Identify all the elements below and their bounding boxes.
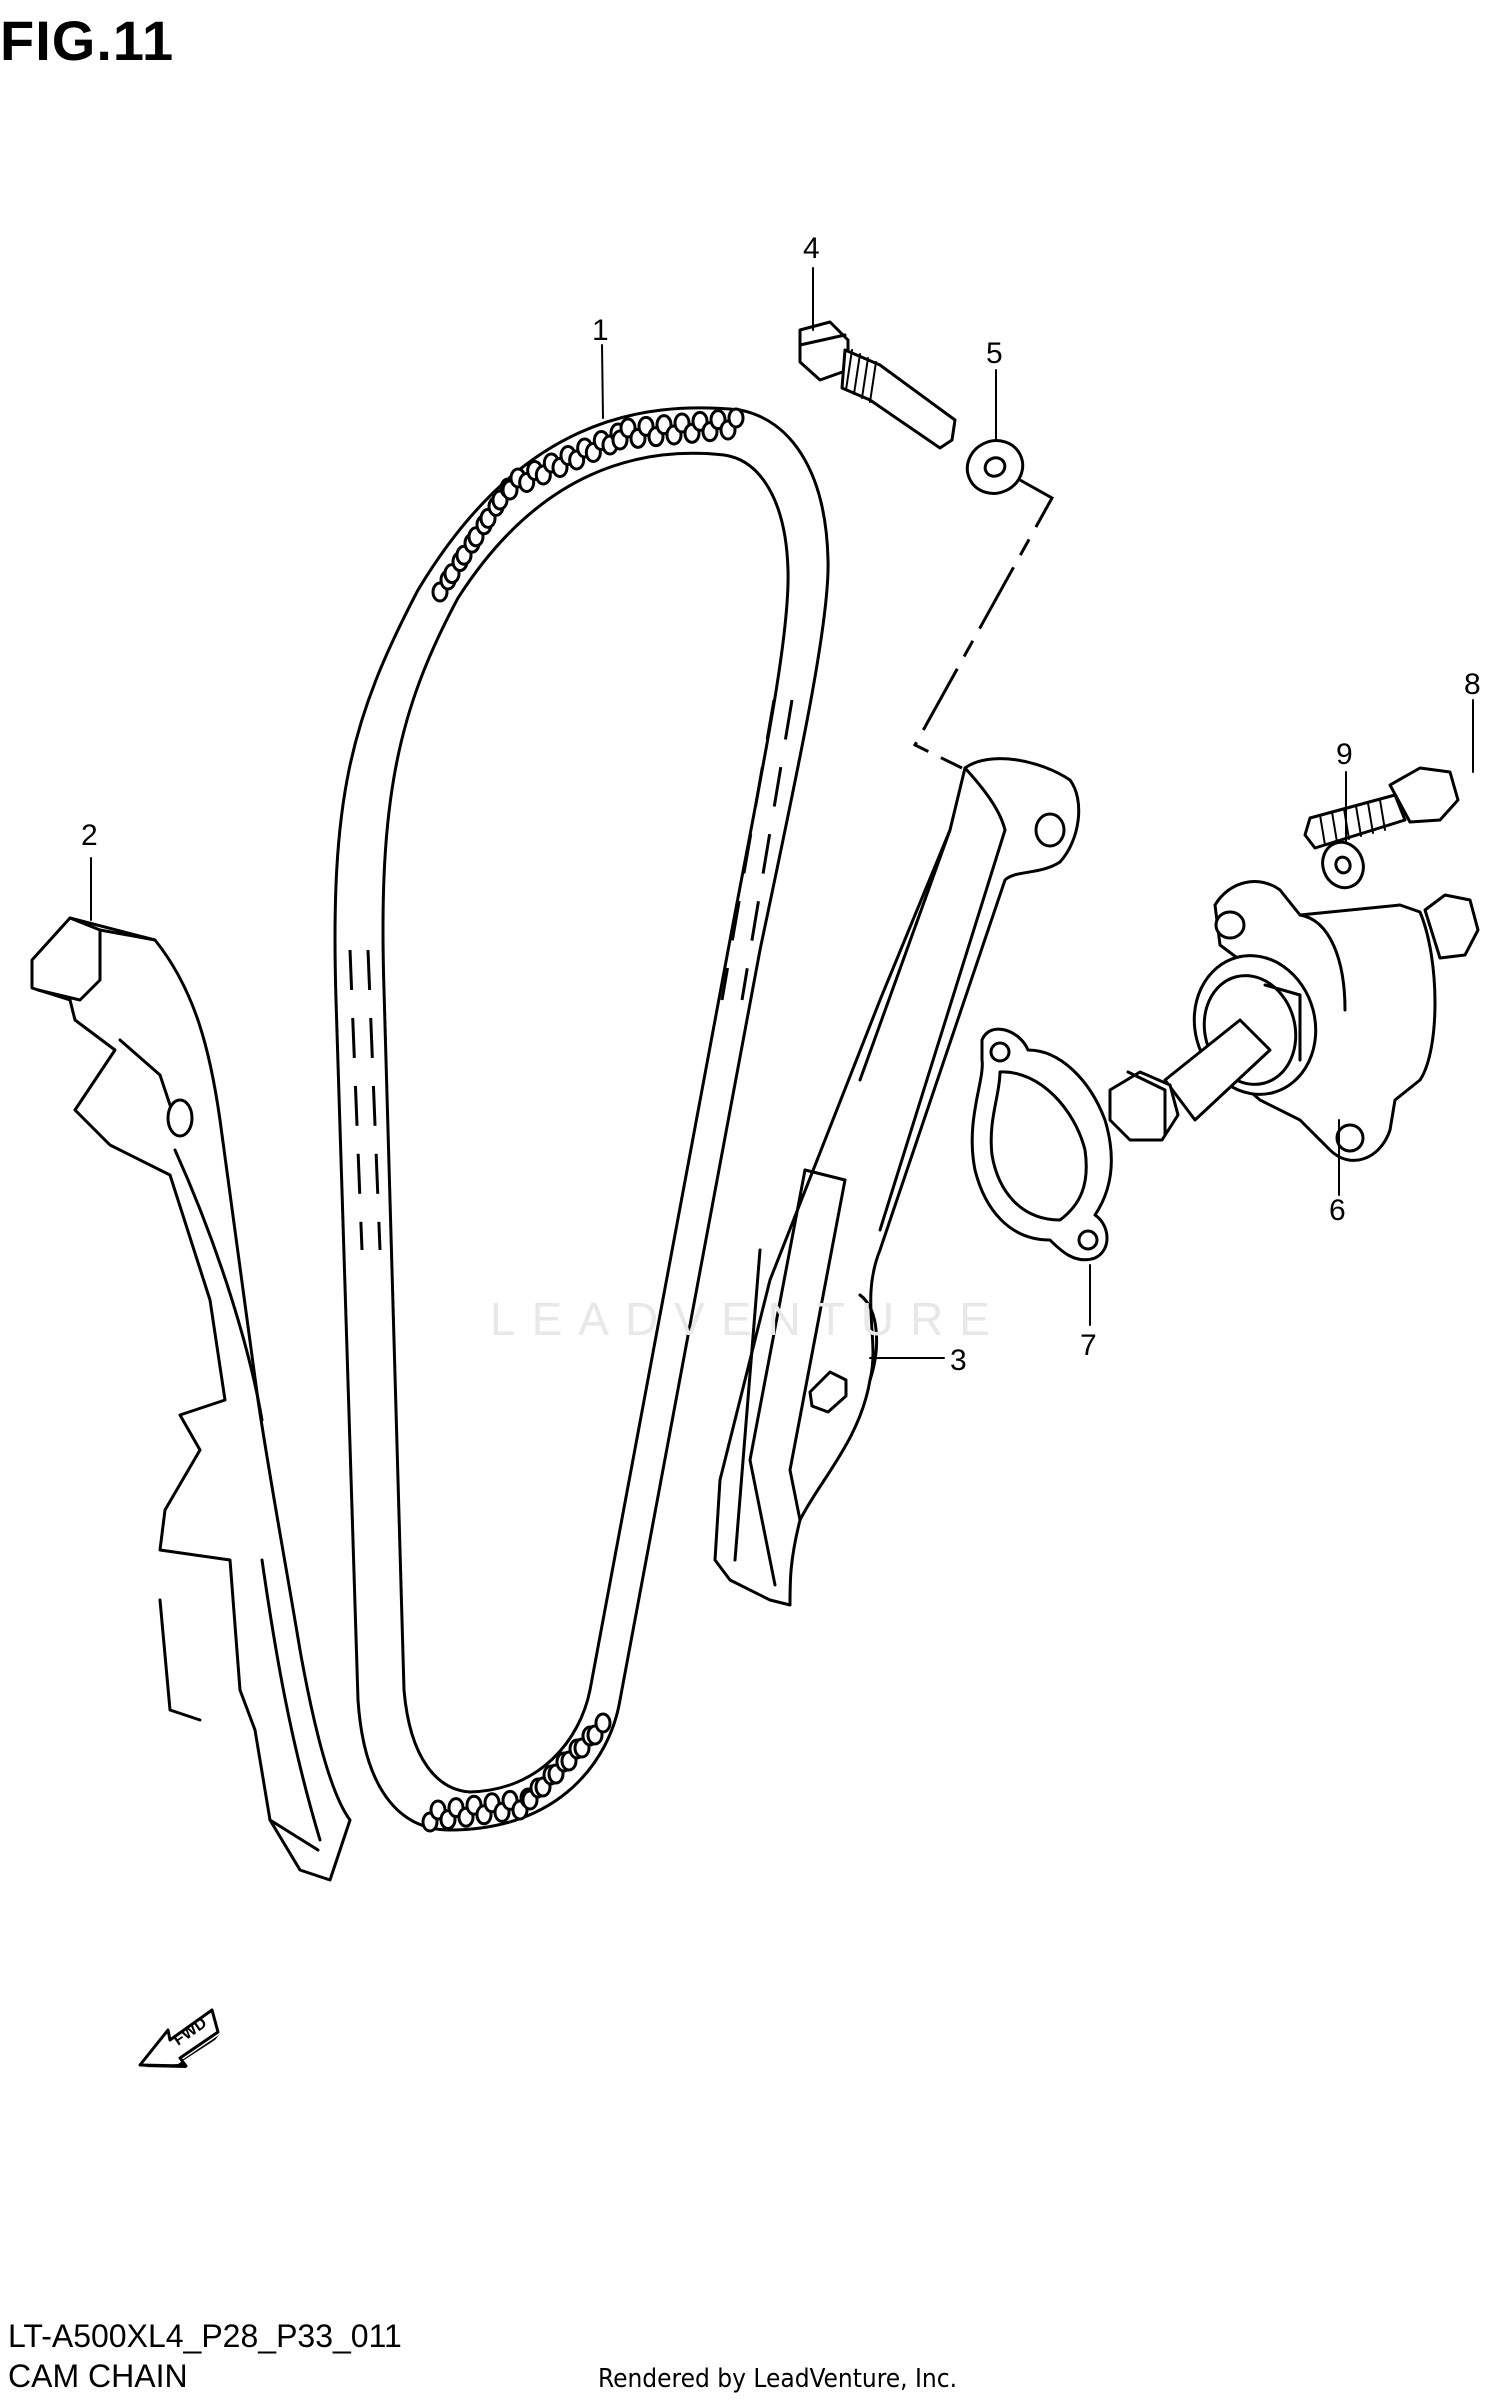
callout-2: 2 bbox=[81, 819, 98, 852]
washer-9[interactable] bbox=[1316, 837, 1369, 894]
chain-guide-rear[interactable] bbox=[30, 916, 352, 1882]
chain-link bbox=[727, 407, 745, 429]
callout-6: 6 bbox=[1329, 1194, 1346, 1227]
bolt-8[interactable] bbox=[1303, 766, 1460, 850]
assembly-line bbox=[912, 478, 1055, 770]
leader-lines bbox=[90, 267, 1474, 1359]
figure-title: FIG.11 bbox=[0, 9, 175, 72]
callout-4: 4 bbox=[803, 232, 820, 265]
callout-9: 9 bbox=[1336, 738, 1353, 771]
tensioner-bolt[interactable] bbox=[798, 320, 957, 450]
callout-7: 7 bbox=[1080, 1329, 1097, 1362]
watermark: LEADVENTURE bbox=[490, 1293, 1006, 1345]
render-credit: Rendered by LeadVenture, Inc. bbox=[598, 2364, 958, 2394]
fwd-arrow-icon: FWD bbox=[138, 2008, 220, 2068]
callout-1: 1 bbox=[592, 314, 609, 347]
gasket[interactable] bbox=[970, 1027, 1113, 1262]
figure-code: LT-A500XL4_P28_P33_011 bbox=[8, 2318, 402, 2354]
chain-link bbox=[594, 1712, 612, 1734]
washer-5[interactable] bbox=[959, 432, 1032, 503]
callout-8: 8 bbox=[1464, 668, 1481, 701]
callout-3: 3 bbox=[950, 1344, 967, 1377]
chain-tensioner-arm[interactable] bbox=[713, 757, 1081, 1607]
cam-chain[interactable] bbox=[333, 406, 830, 1833]
figure-name: CAM CHAIN bbox=[8, 2358, 188, 2394]
callout-5: 5 bbox=[986, 337, 1003, 370]
tensioner-adjuster[interactable] bbox=[1108, 880, 1480, 1162]
